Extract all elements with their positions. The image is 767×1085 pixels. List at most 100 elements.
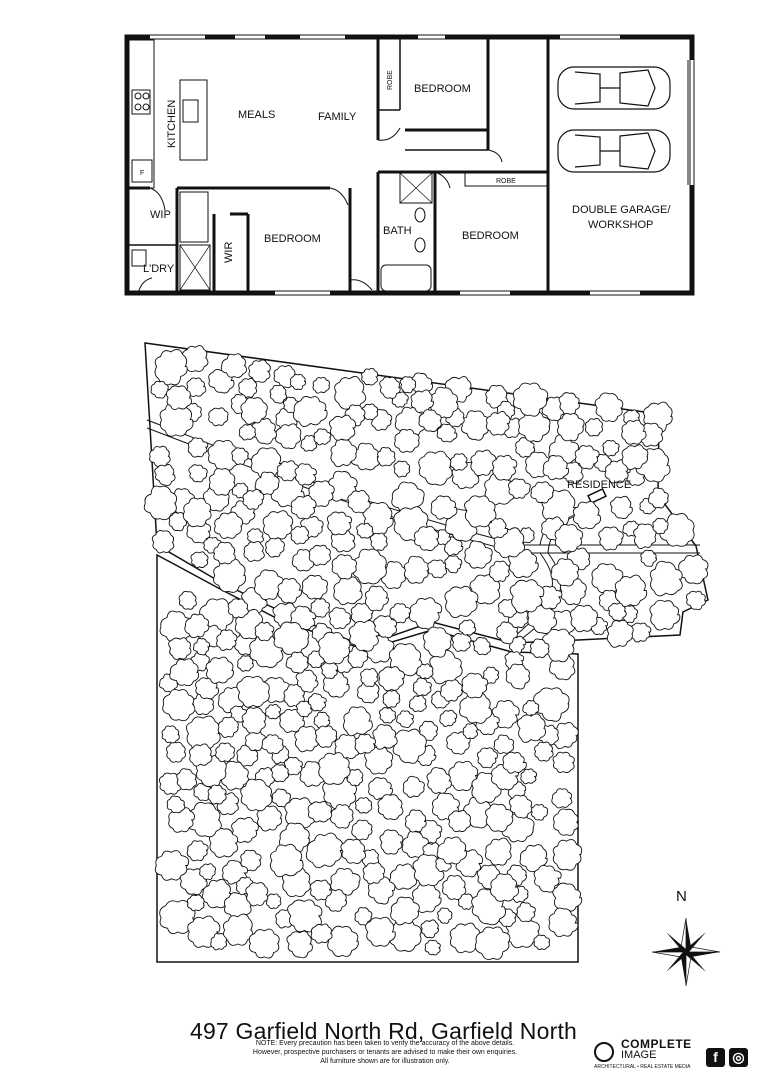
- tree-icon: [393, 460, 411, 478]
- tree-icon: [187, 437, 209, 458]
- facebook-icon[interactable]: f: [706, 1048, 725, 1067]
- property-address: 497 Garfield North Rd, Garfield North: [189, 1018, 578, 1044]
- instagram-icon[interactable]: ◎: [729, 1048, 748, 1067]
- tree-icon: [151, 530, 175, 554]
- tree-icon: [295, 669, 319, 693]
- tree-icon: [326, 511, 353, 536]
- north-label: N: [676, 888, 687, 905]
- tree-icon: [186, 840, 209, 862]
- tree-icon: [301, 574, 328, 600]
- tree-icon: [520, 768, 538, 785]
- tree-icon: [362, 862, 386, 885]
- tree-icon: [286, 930, 313, 959]
- disclaimer-line: NOTE: Every precaution has been taken to…: [255, 1040, 515, 1047]
- tree-icon: [530, 638, 550, 658]
- brand-logo: COMPLETE IMAGE ARCHITECTURAL • REAL ESTA…: [594, 1038, 714, 1070]
- tree-icon: [333, 576, 363, 606]
- tree-icon: [553, 808, 579, 836]
- tree-icon: [354, 797, 373, 814]
- tree-icon: [330, 438, 358, 468]
- tree-icon: [404, 809, 427, 833]
- tree-icon: [176, 768, 198, 791]
- tree-icon: [240, 849, 262, 872]
- tree-icon: [457, 893, 475, 910]
- tree-icon: [290, 495, 317, 520]
- tree-icon: [516, 902, 536, 923]
- tree-icon: [314, 725, 338, 748]
- tree-icon: [364, 585, 389, 612]
- tree-icon: [437, 907, 453, 924]
- tree-icon: [248, 359, 271, 383]
- brand-tagline: ARCHITECTURAL • REAL ESTATE MEDIA: [594, 1064, 691, 1070]
- tree-icon: [606, 619, 634, 648]
- tree-icon: [550, 558, 580, 587]
- tree-icon: [276, 460, 300, 482]
- tree-icon: [449, 453, 468, 471]
- tree-icon: [254, 621, 275, 642]
- tree-icon: [459, 692, 493, 724]
- tree-icon: [186, 377, 207, 397]
- tree-icon: [208, 468, 236, 496]
- tree-icon: [166, 741, 186, 763]
- tree-icon: [308, 544, 332, 566]
- tree-icon: [427, 559, 448, 579]
- tree-icon: [489, 560, 510, 583]
- tree-icon: [185, 715, 221, 751]
- tree-icon: [422, 626, 452, 658]
- tree-icon: [207, 440, 240, 471]
- tree-icon: [165, 385, 192, 410]
- tree-icon: [364, 746, 394, 775]
- tree-icon: [285, 651, 309, 674]
- tree-icon: [237, 655, 254, 672]
- tree-icon: [399, 376, 417, 394]
- tree-icon: [420, 919, 440, 939]
- disclaimer-line: All furniture shown are for illustration…: [320, 1058, 450, 1065]
- car-icon: [557, 66, 671, 110]
- tree-icon: [552, 839, 583, 871]
- tree-icon: [168, 512, 188, 532]
- tree-icon: [162, 688, 196, 722]
- tree-icon: [533, 934, 550, 950]
- tree-icon: [215, 742, 236, 763]
- tree-icon: [208, 407, 229, 427]
- tree-icon: [389, 863, 418, 890]
- tree-icon: [490, 873, 520, 902]
- tree-icon: [193, 637, 211, 656]
- tree-icon: [265, 703, 282, 720]
- tree-icon: [390, 896, 420, 926]
- tree-icon: [630, 622, 652, 643]
- tree-icon: [439, 709, 458, 727]
- tree-icon: [331, 554, 357, 580]
- tree-icon: [312, 376, 330, 394]
- laundry-label: L'DRY: [143, 263, 175, 275]
- tree-icon: [485, 411, 511, 436]
- tree-icon: [294, 725, 319, 753]
- tree-icon: [187, 894, 205, 912]
- tree-icon: [254, 569, 285, 601]
- tree-icon: [552, 751, 575, 773]
- tree-icon: [242, 488, 265, 510]
- tree-icon: [168, 637, 192, 660]
- tree-icon: [269, 843, 304, 878]
- tree-icon: [214, 511, 243, 539]
- tree-icon: [201, 878, 232, 909]
- tree-icon: [484, 837, 512, 866]
- tree-icon: [340, 838, 367, 864]
- tree-icon: [685, 590, 706, 611]
- tree-icon: [248, 928, 280, 959]
- tree-icon: [227, 598, 249, 619]
- tree-icon: [205, 656, 234, 684]
- tree-icon: [357, 680, 380, 704]
- tree-icon: [542, 455, 569, 481]
- tree-icon: [554, 523, 584, 553]
- tree-icon: [502, 751, 527, 774]
- tree-icon: [365, 916, 396, 947]
- tree-icon: [361, 367, 379, 386]
- tree-icon: [356, 522, 374, 539]
- tree-icon: [326, 925, 359, 957]
- tree-icon: [231, 817, 259, 844]
- tree-icon: [369, 532, 388, 551]
- tree-icon: [482, 666, 500, 684]
- tree-icon: [413, 526, 440, 552]
